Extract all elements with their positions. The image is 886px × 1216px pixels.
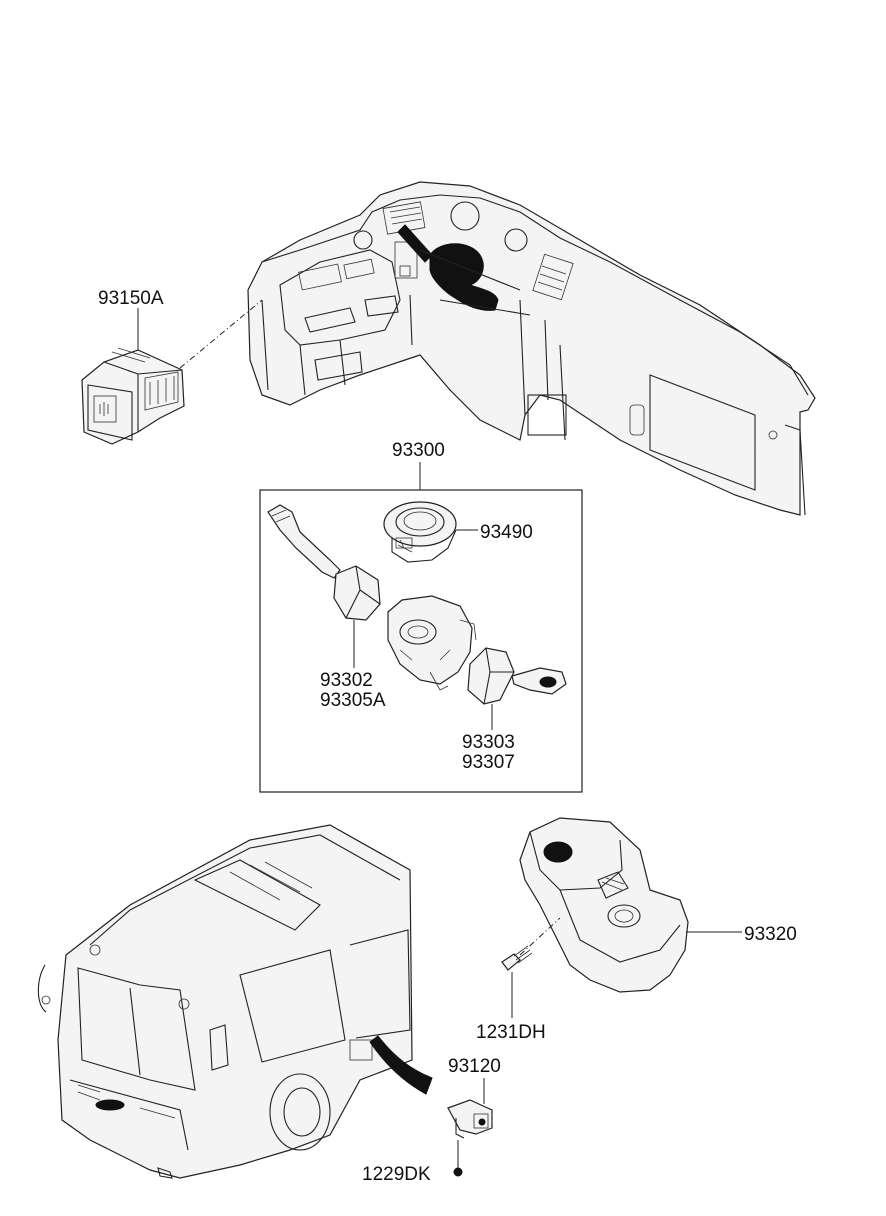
switch-93120-illustration bbox=[447, 1099, 493, 1139]
callout-93305A-label: 93305A bbox=[320, 690, 386, 711]
bus-illustration bbox=[37, 824, 413, 1179]
callout-93302-label: 93302 bbox=[320, 670, 373, 691]
callout-93307-label: 93307 bbox=[462, 752, 515, 773]
wiper-stalk-switch-93303-illustration bbox=[467, 647, 567, 705]
callout-93300-label: 93300 bbox=[392, 440, 445, 461]
light-stalk-switch-93302-illustration bbox=[267, 504, 381, 621]
switch-93150A-dashed-leader bbox=[179, 299, 263, 369]
callout-93120-label: 93120 bbox=[448, 1056, 501, 1077]
callout-1229DK-label: 1229DK bbox=[362, 1164, 431, 1185]
callout-93490-label: 93490 bbox=[480, 522, 533, 543]
callout-1231DH-label: 1231DH bbox=[476, 1022, 546, 1043]
dashboard-illustration bbox=[247, 181, 816, 516]
callout-93150A-label: 93150A bbox=[98, 288, 164, 309]
screw-1231DH-dashed-leader bbox=[519, 917, 561, 956]
callout-93320-label: 93320 bbox=[744, 924, 797, 945]
multifunction-switch-assembly-box bbox=[259, 489, 583, 793]
location-pointer-arrow bbox=[369, 1035, 433, 1095]
screw-1229DK-icon bbox=[453, 1167, 463, 1177]
screw-1231DH-icon bbox=[501, 945, 533, 971]
switch-93150A-illustration bbox=[81, 347, 185, 445]
clock-spring-93490-illustration bbox=[383, 501, 457, 563]
callout-93303-label: 93303 bbox=[462, 732, 515, 753]
switch-body-illustration bbox=[387, 595, 477, 691]
column-shroud-93320-illustration bbox=[519, 817, 689, 993]
